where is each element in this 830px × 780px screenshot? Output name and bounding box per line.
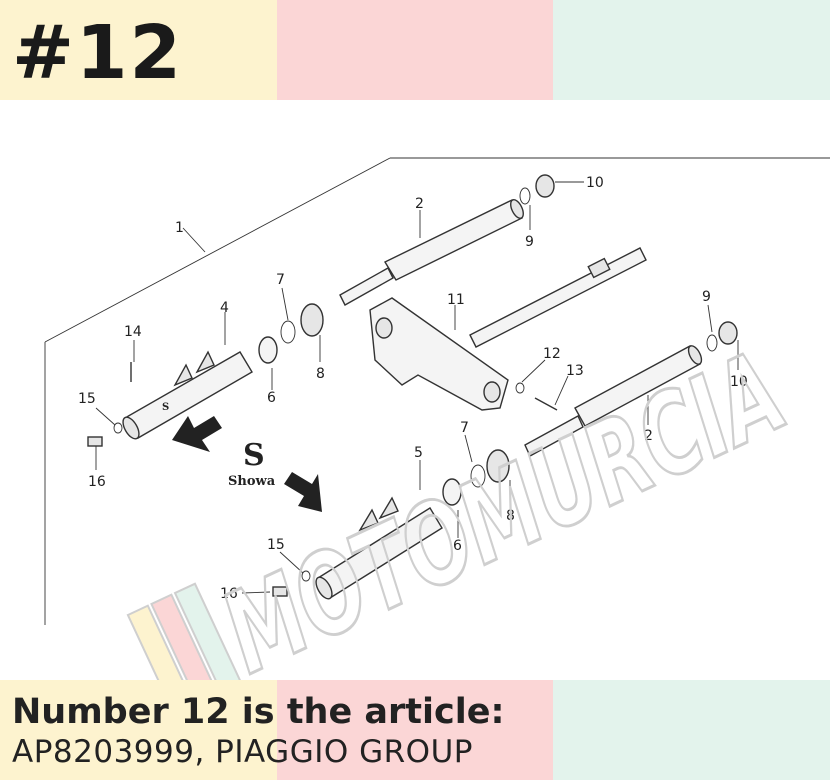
fork-tube-upper	[339, 199, 524, 306]
callout-10-lower: 10	[730, 374, 748, 390]
seals-and-rings	[258, 174, 738, 506]
callout-5: 5	[414, 445, 423, 461]
callout-11: 11	[447, 292, 465, 308]
callout-1: 1	[175, 220, 184, 236]
callout-15-upper: 15	[78, 391, 96, 407]
showa-logo-letter: S	[243, 438, 265, 473]
callout-8-lower: 8	[506, 508, 515, 524]
header-band-yellow	[0, 0, 277, 100]
footer-band-yellow	[0, 680, 277, 780]
fork-leg-upper	[122, 350, 253, 440]
assembly-bracket	[44, 157, 830, 625]
triple-clamp	[369, 297, 509, 411]
callout-15-lower: 15	[267, 537, 285, 553]
callout-10-upper: 10	[586, 175, 604, 191]
footer-band-mint	[553, 680, 830, 780]
steering-stem	[469, 247, 647, 348]
footer-band	[0, 680, 830, 780]
page-title: #12	[12, 10, 183, 96]
caption-article: AP8203999, PIAGGIO GROUP	[12, 734, 473, 770]
header-band-pink	[277, 0, 553, 100]
fork-leg-lower	[315, 496, 443, 600]
callout-8-upper: 8	[316, 366, 325, 382]
callout-9-lower: 9	[702, 289, 711, 305]
callout-14: 14	[124, 324, 142, 340]
callout-9-upper: 9	[525, 234, 534, 250]
bolts-and-washers	[87, 362, 558, 597]
callout-leaders	[95, 181, 739, 594]
callout-16-upper: 16	[88, 474, 106, 490]
callout-2-upper: 2	[415, 196, 424, 212]
callout-6-lower: 6	[453, 538, 462, 554]
callout-2-lower: 2	[644, 428, 653, 444]
callout-7-upper: 7	[276, 272, 285, 288]
showa-logo-text: Showa	[228, 474, 276, 489]
caption-heading: Number 12 is the article:	[12, 692, 505, 732]
callout-12: 12	[543, 346, 561, 362]
exploded-fork-diagram: 1 2 2 4 5 6 6 7 7 8 8 9 9 10 10 11 12 13…	[44, 157, 830, 680]
callout-6-upper: 6	[267, 390, 276, 406]
header-band-mint	[553, 0, 830, 100]
callout-labels: 1 2 2 4 5 6 6 7 7 8 8 9 9 10 10 11 12 13…	[78, 175, 748, 602]
showa-logo: S Showa	[228, 438, 276, 489]
fork-tube-lower	[524, 345, 703, 457]
callout-7-lower: 7	[460, 420, 469, 436]
header-band	[0, 0, 830, 100]
footer-band-pink	[277, 680, 553, 780]
callout-13: 13	[566, 363, 584, 379]
part-stamp-s: S	[162, 402, 169, 413]
direction-arrows	[172, 416, 322, 512]
callout-16-lower: 16	[220, 586, 238, 602]
callout-4: 4	[220, 300, 229, 316]
